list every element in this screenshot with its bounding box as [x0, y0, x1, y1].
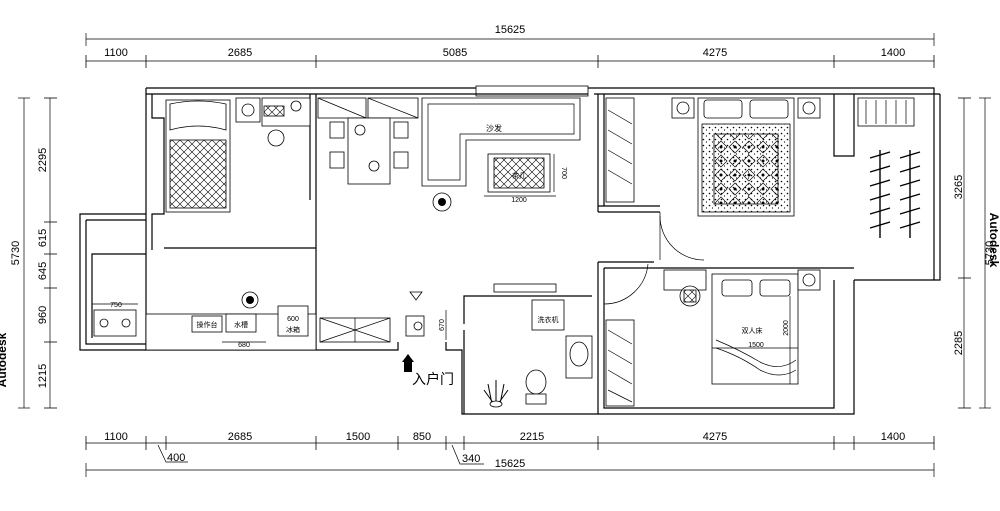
second-bedroom: 双人床 1500 2000 [603, 263, 821, 407]
walk-in-closet [857, 97, 921, 238]
bottom-dim-1: 1100 [104, 431, 128, 443]
toilet [525, 369, 547, 395]
washing-machine [531, 299, 565, 331]
left-dim-4: 960 [37, 306, 49, 324]
bottom-dim-4: 850 [413, 431, 431, 443]
counter-length-label: 750 [110, 302, 122, 309]
sink [225, 313, 257, 333]
bottom-dim-7: 1400 [881, 431, 905, 443]
left-watermark: Autodesk [0, 332, 9, 387]
right-dim-2: 2285 [953, 331, 965, 355]
left-dim-2: 615 [37, 229, 49, 247]
sink-length-label: 680 [238, 342, 250, 349]
op-table [191, 315, 223, 333]
bottom-dim-6: 4275 [703, 431, 727, 443]
plant-icon [483, 380, 509, 405]
left-total-dim: 5730 [10, 241, 22, 265]
sink-label: 水槽 [234, 320, 248, 329]
hangers-icon [869, 150, 921, 238]
top-dim-1: 1100 [104, 47, 128, 59]
fridge-label: 冰箱 [286, 325, 300, 334]
coffee-table-width: 1200 [511, 197, 527, 204]
washer-label: 洗衣机 [538, 315, 559, 324]
right-dimensions: 3265 2285 5730 Autodesk [953, 97, 1000, 409]
double-bed-label: 双人床 [742, 326, 763, 335]
left-dimensions: 5730 2295 615 645 960 1215 Autodesk [0, 97, 57, 409]
fridge-width-label: 600 [287, 316, 299, 323]
fridge [277, 305, 309, 337]
sofa-label: 沙发 [486, 123, 502, 133]
right-watermark: Autodesk [987, 213, 1000, 268]
master-bedroom [605, 97, 821, 261]
left-dim-1: 2295 [37, 148, 49, 172]
top-dimensions: 15625 1100 2685 5085 4275 1400 [85, 24, 935, 68]
entrance-arrow-icon [402, 354, 414, 362]
pillow [169, 100, 227, 131]
bottom-dim-400: 400 [167, 452, 185, 464]
op-table-label: 操作台 [197, 320, 218, 329]
top-total-dim: 15625 [495, 24, 526, 36]
chair [267, 129, 285, 147]
wardrobe-left [605, 97, 635, 203]
dining-chair [329, 121, 345, 139]
top-dim-2: 2685 [228, 47, 252, 59]
top-dim-4: 4275 [703, 47, 727, 59]
coffee-table-height: 700 [560, 167, 567, 179]
right-total-dim: 5730 [984, 241, 996, 265]
bottom-total-dim: 15625 [495, 458, 526, 470]
left-dim-3: 645 [37, 262, 49, 280]
dining-table [347, 117, 391, 185]
basin [569, 341, 589, 367]
study-room [165, 97, 311, 213]
left-dim-5: 1215 [37, 364, 49, 388]
living-room: 沙发 茶几 1200 700 [421, 97, 581, 212]
sofa [421, 97, 581, 187]
coffee-table-label: 茶几 [512, 171, 526, 180]
bottom-dim-5: 2215 [520, 431, 544, 443]
bottom-dimensions: 1100 2685 1500 850 2215 4275 1400 400 34… [85, 431, 935, 477]
bottom-dim-2: 2685 [228, 431, 252, 443]
right-dim-1: 3265 [953, 175, 965, 199]
bed-width-label: 1500 [748, 342, 764, 349]
top-dim-5: 1400 [881, 47, 905, 59]
bathroom: 洗衣机 [483, 283, 593, 408]
bed-height-label: 2000 [783, 320, 790, 336]
door-width-label: 670 [439, 319, 446, 331]
bottom-dim-340: 340 [462, 453, 480, 465]
top-dim-3: 5085 [443, 47, 467, 59]
entrance: 670 入户门 [402, 291, 454, 387]
dining-area [317, 97, 419, 185]
kitchen-area: 750 操作台 水槽 600 冰箱 680 [92, 291, 309, 349]
entrance-label: 入户门 [412, 371, 454, 387]
bottom-dim-3: 1500 [346, 431, 370, 443]
